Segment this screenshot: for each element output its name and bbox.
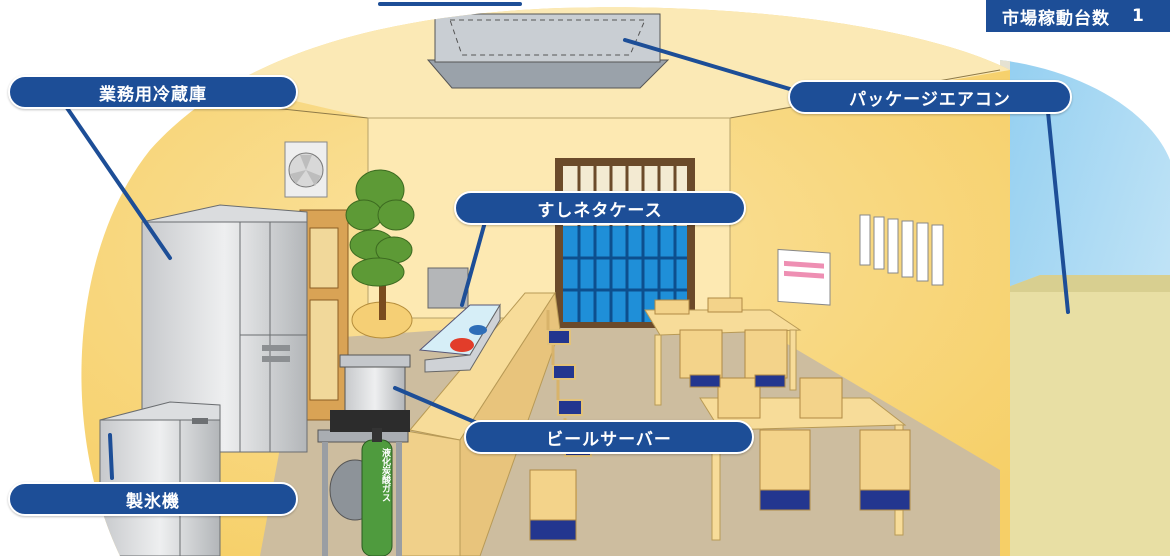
market-operating-units-label: 市場稼動台数	[1002, 8, 1110, 29]
air-conditioner-label: パッケージエアコン	[788, 80, 1072, 114]
beer-server-label: ビールサーバー	[464, 420, 754, 454]
refrigerator-label: 業務用冷蔵庫	[8, 75, 298, 109]
co2-cylinder-text: 液化炭酸ガス	[380, 448, 390, 502]
market-operating-units-value: 1	[1132, 6, 1145, 26]
market-operating-units-tag: 市場稼動台数 1	[986, 0, 1170, 32]
ice-machine-label: 製氷機	[8, 482, 298, 516]
sushi-case-label: すしネタケース	[454, 191, 746, 225]
